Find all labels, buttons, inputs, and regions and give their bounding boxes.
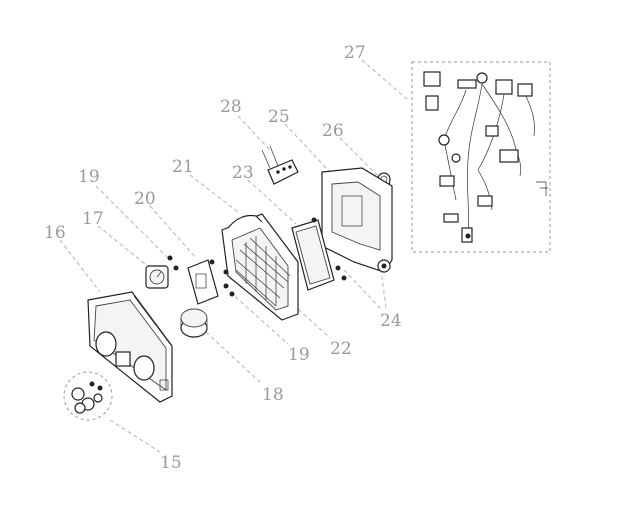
harness-sensor (438, 134, 450, 146)
screw (335, 265, 341, 271)
harness-wire (481, 83, 517, 151)
harness-terminal (465, 233, 471, 239)
leader-23 (247, 179, 297, 225)
harness-wire (443, 139, 457, 201)
fascia-dial-left (95, 331, 117, 357)
callout-26: 26 (322, 121, 344, 141)
harness-connector (499, 149, 519, 163)
bracket-plate (187, 259, 219, 305)
control-knobs (63, 371, 113, 421)
fascia-edge (133, 295, 171, 345)
spindle-top (180, 308, 208, 328)
leader-15 (109, 419, 161, 453)
harness-boundary-box (411, 61, 551, 253)
screw (341, 275, 347, 281)
callout-25: 25 (268, 107, 290, 127)
chassis-frame (221, 213, 299, 321)
callout-15: 15 (160, 453, 182, 473)
fascia-switch (159, 379, 169, 391)
harness-wire (525, 95, 535, 137)
screw (167, 255, 173, 261)
connector-pin (288, 165, 292, 169)
rear-tray-slot (341, 195, 363, 227)
callout-22: 22 (330, 339, 352, 359)
connector-strip-body (267, 159, 299, 185)
leader-24a (343, 269, 381, 309)
harness-earth-terminal (536, 181, 548, 196)
harness-connector (485, 125, 499, 137)
leader-19b (229, 291, 289, 345)
knobs-boundary-circle (63, 371, 113, 421)
harness-wire (467, 83, 483, 236)
callout-24: 24 (380, 311, 402, 331)
rear-tray-fixing-hole (381, 263, 387, 269)
harness-sensor (451, 153, 461, 163)
harness-connector (457, 79, 477, 89)
knob (71, 387, 85, 401)
harness-connector (423, 71, 441, 87)
leader-27 (361, 59, 409, 101)
leader-26 (339, 137, 379, 177)
gauge-needle (156, 271, 162, 278)
harness-connector (439, 175, 455, 187)
connector-strip-leads (261, 145, 279, 169)
pressure-gauge (145, 265, 169, 289)
harness-connector (476, 72, 488, 84)
harness-wire (443, 89, 467, 141)
connector-pin (276, 170, 280, 174)
bracket-window (195, 273, 207, 289)
fascia-display-window (115, 351, 131, 367)
callout-23: 23 (232, 163, 254, 183)
harness-connector (495, 79, 513, 95)
knob-spindle (97, 385, 103, 391)
screws-24 (311, 217, 347, 281)
pcb-plate-face (295, 225, 331, 285)
screw (311, 217, 317, 223)
screw (229, 291, 235, 297)
rear-tray-recess (331, 181, 381, 251)
bracket-assembly (167, 255, 235, 305)
harness-connector (425, 95, 439, 111)
harness-connector (477, 195, 493, 207)
leader-21 (189, 174, 239, 213)
knob-spindle (89, 381, 95, 387)
harness-connector (517, 83, 533, 97)
rear-tray (321, 167, 393, 273)
knob (74, 402, 86, 414)
callout-18: 18 (262, 385, 284, 405)
leader-28 (237, 115, 271, 151)
callout-17: 17 (82, 209, 104, 229)
leader-18 (205, 331, 263, 385)
callout-labels: 27 28 25 26 21 23 19 20 17 16 24 19 22 1… (44, 43, 402, 473)
callout-27: 27 (344, 43, 366, 63)
chassis-cable (227, 214, 263, 229)
chassis-grid-lines (245, 236, 277, 306)
wiring-harness-schematic (411, 61, 551, 253)
leader-20 (149, 205, 197, 259)
callout-20: 20 (134, 189, 156, 209)
callout-19-lower: 19 (288, 345, 310, 365)
leader-16 (59, 239, 101, 293)
callout-16: 16 (44, 223, 66, 243)
leader-19a (95, 185, 169, 259)
screw (223, 283, 229, 289)
callout-28: 28 (220, 97, 242, 117)
connector-pin (282, 167, 286, 171)
harness-connector (443, 213, 459, 223)
pcb-plate (291, 219, 335, 291)
fascia-dial-right (133, 355, 155, 381)
leader-25 (284, 123, 331, 173)
callout-19-upper: 19 (78, 167, 100, 187)
front-fascia (87, 291, 173, 403)
screw (223, 269, 229, 275)
screw (209, 259, 215, 265)
control-spindle (180, 308, 208, 338)
connector-strip (261, 145, 299, 185)
screw (173, 265, 179, 271)
callout-21: 21 (172, 157, 194, 177)
knob (93, 393, 103, 403)
